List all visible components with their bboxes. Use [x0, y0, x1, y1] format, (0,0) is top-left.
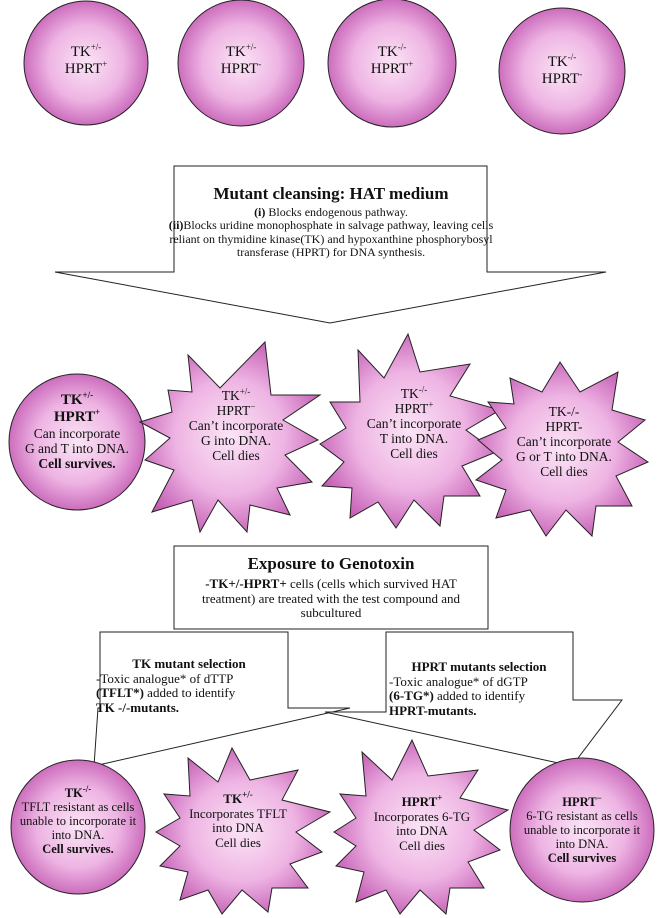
- top-cell-2-label: TK+/- HPRT-: [220, 42, 262, 77]
- hprt-selection-arrow: [324, 631, 624, 767]
- hat-medium-text: Mutant cleansing: HAT medium (i) Blocks …: [168, 184, 494, 260]
- genotoxin-text: Exposure to Genotoxin -TK+/-HPRT+ cells …: [186, 554, 476, 621]
- bottom-cell-3-label: HPRT+ Incorporates 6-TG into DNA Cell di…: [373, 792, 471, 853]
- genotoxin-title: Exposure to Genotoxin: [247, 554, 415, 573]
- genotoxin-box: [173, 545, 489, 630]
- bottom-cell-4-label: HPRT− 6-TG resistant as cells unable to …: [523, 792, 641, 865]
- top-cell-3: [327, 0, 457, 128]
- middle-cell-star-3: [474, 361, 650, 538]
- bottom-cell-tk-star: [155, 746, 332, 915]
- top-cell-2: [177, 0, 305, 127]
- bottom-cell-1-label: TK-/- TFLT resistant as cells unable to …: [19, 783, 137, 856]
- hat-medium-arrow: [54, 165, 607, 324]
- middle-cell-survives: [8, 373, 146, 511]
- middle-cell-star-1: [138, 340, 322, 534]
- top-cell-4-label: TK-/- HPRT-: [541, 52, 583, 87]
- bottom-cell-2-label: TK+/- Incorporates TFLT into DNA Cell di…: [189, 789, 287, 850]
- tk-selection-arrow: [93, 631, 351, 767]
- middle-cell-4-label: TK-/- HPRT- Can’t incorporate G or T int…: [516, 404, 612, 480]
- top-cell-1-label: TK+/- HPRT+: [64, 42, 108, 77]
- hprt-selection-text: HPRT mutants selection -Toxic analogue* …: [389, 659, 547, 718]
- bottom-cell-tk-survives: [10, 759, 146, 895]
- middle-cell-1-label: TK+/- HPRT+ Can incorporate G and T into…: [24, 390, 130, 471]
- top-cell-4: [498, 7, 626, 135]
- top-cell-1: [23, 0, 149, 126]
- bottom-cell-hprt-survives: [509, 757, 655, 903]
- bottom-cell-hprt-star: [333, 738, 510, 916]
- middle-cell-star-2: [319, 332, 502, 529]
- tk-selection-text: TK mutant selection -Toxic analogue* of …: [96, 656, 246, 715]
- middle-cell-3-label: TK-/- HPRT+ Can’t incorporate T into DNA…: [366, 384, 462, 462]
- middle-cell-2-label: TK+/- HPRT− Can’t incorporate G into DNA…: [188, 386, 284, 464]
- hat-medium-title: Mutant cleansing: HAT medium: [213, 184, 449, 203]
- top-cell-3-label: TK-/- HPRT+: [370, 42, 414, 77]
